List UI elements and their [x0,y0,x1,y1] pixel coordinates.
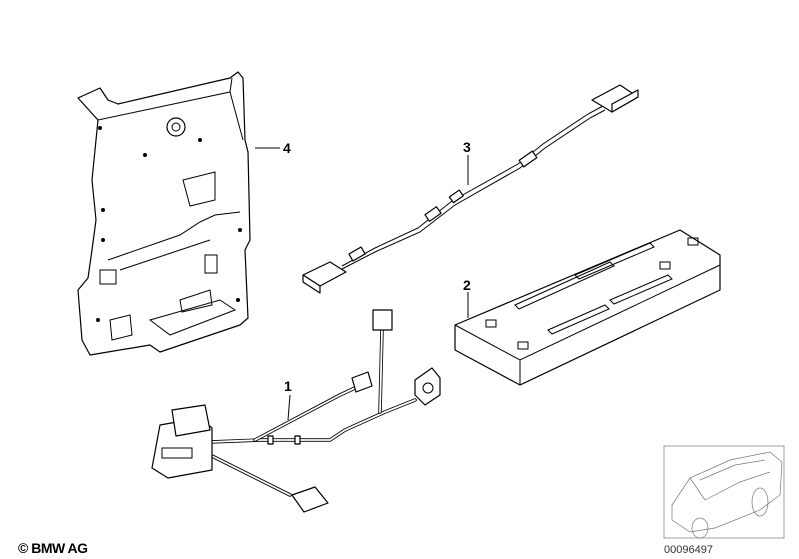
vehicle-thumbnail [663,445,785,539]
part-label-1: 1 [284,378,292,394]
leader-line-1 [287,394,291,421]
part-label-2: 2 [463,277,471,293]
copyright-text: © BMW AG [18,540,88,556]
part-label-4: 4 [283,140,291,156]
part-3-cable [302,84,639,294]
part-1-harness [151,309,441,513]
reference-number: 00096497 [664,544,713,556]
part-label-3: 3 [463,139,471,155]
part-4-bracket [77,71,251,356]
part-2-module [454,229,721,386]
